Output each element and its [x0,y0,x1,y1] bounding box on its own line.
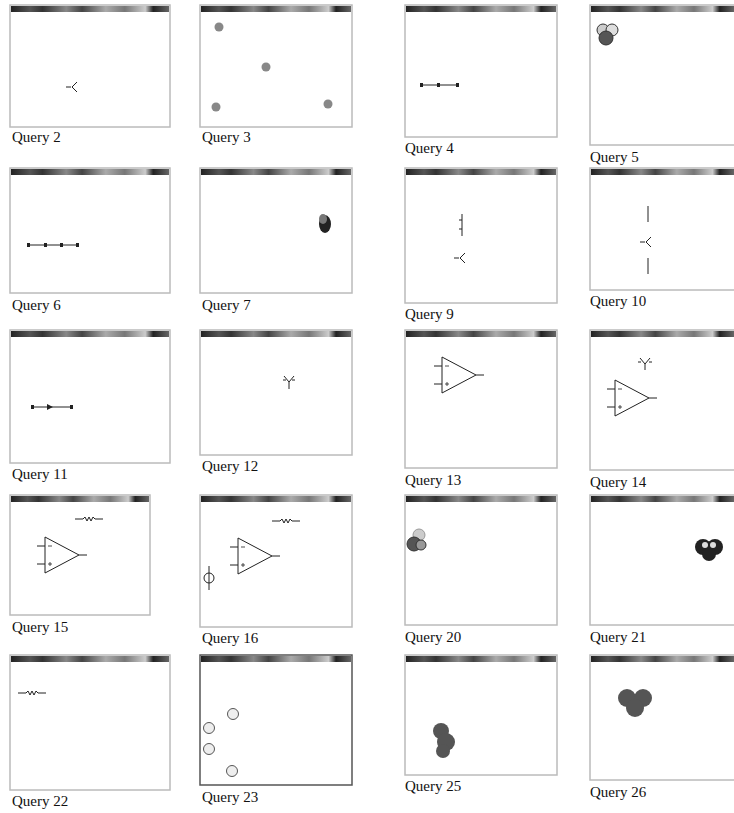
query-caption: Query 4 [405,140,454,156]
query-caption: Query 12 [202,458,258,474]
thumbnail-frames [10,5,734,790]
query-caption: Query 26 [590,784,646,800]
sketch-contents [18,23,723,777]
query-caption: Query 15 [12,619,68,635]
query-caption: Query 10 [590,293,646,309]
query-caption: Query 9 [405,306,454,322]
query-caption: Query 6 [12,297,61,313]
query-caption: Query 22 [12,793,68,809]
query-caption: Query 21 [590,629,646,645]
query-caption: Query 25 [405,778,461,794]
query-caption: Query 3 [202,129,251,145]
query-caption: Query 2 [12,129,61,145]
query-caption: Query 7 [202,297,251,313]
query-caption: Query 20 [405,629,461,645]
query-caption: Query 13 [405,472,461,488]
query-caption: Query 5 [590,149,639,165]
query-caption: Query 14 [590,474,646,490]
query-caption: Query 23 [202,789,258,805]
toolbar-strips [11,6,734,662]
query-caption: Query 11 [12,466,68,482]
query-caption: Query 16 [202,630,258,646]
